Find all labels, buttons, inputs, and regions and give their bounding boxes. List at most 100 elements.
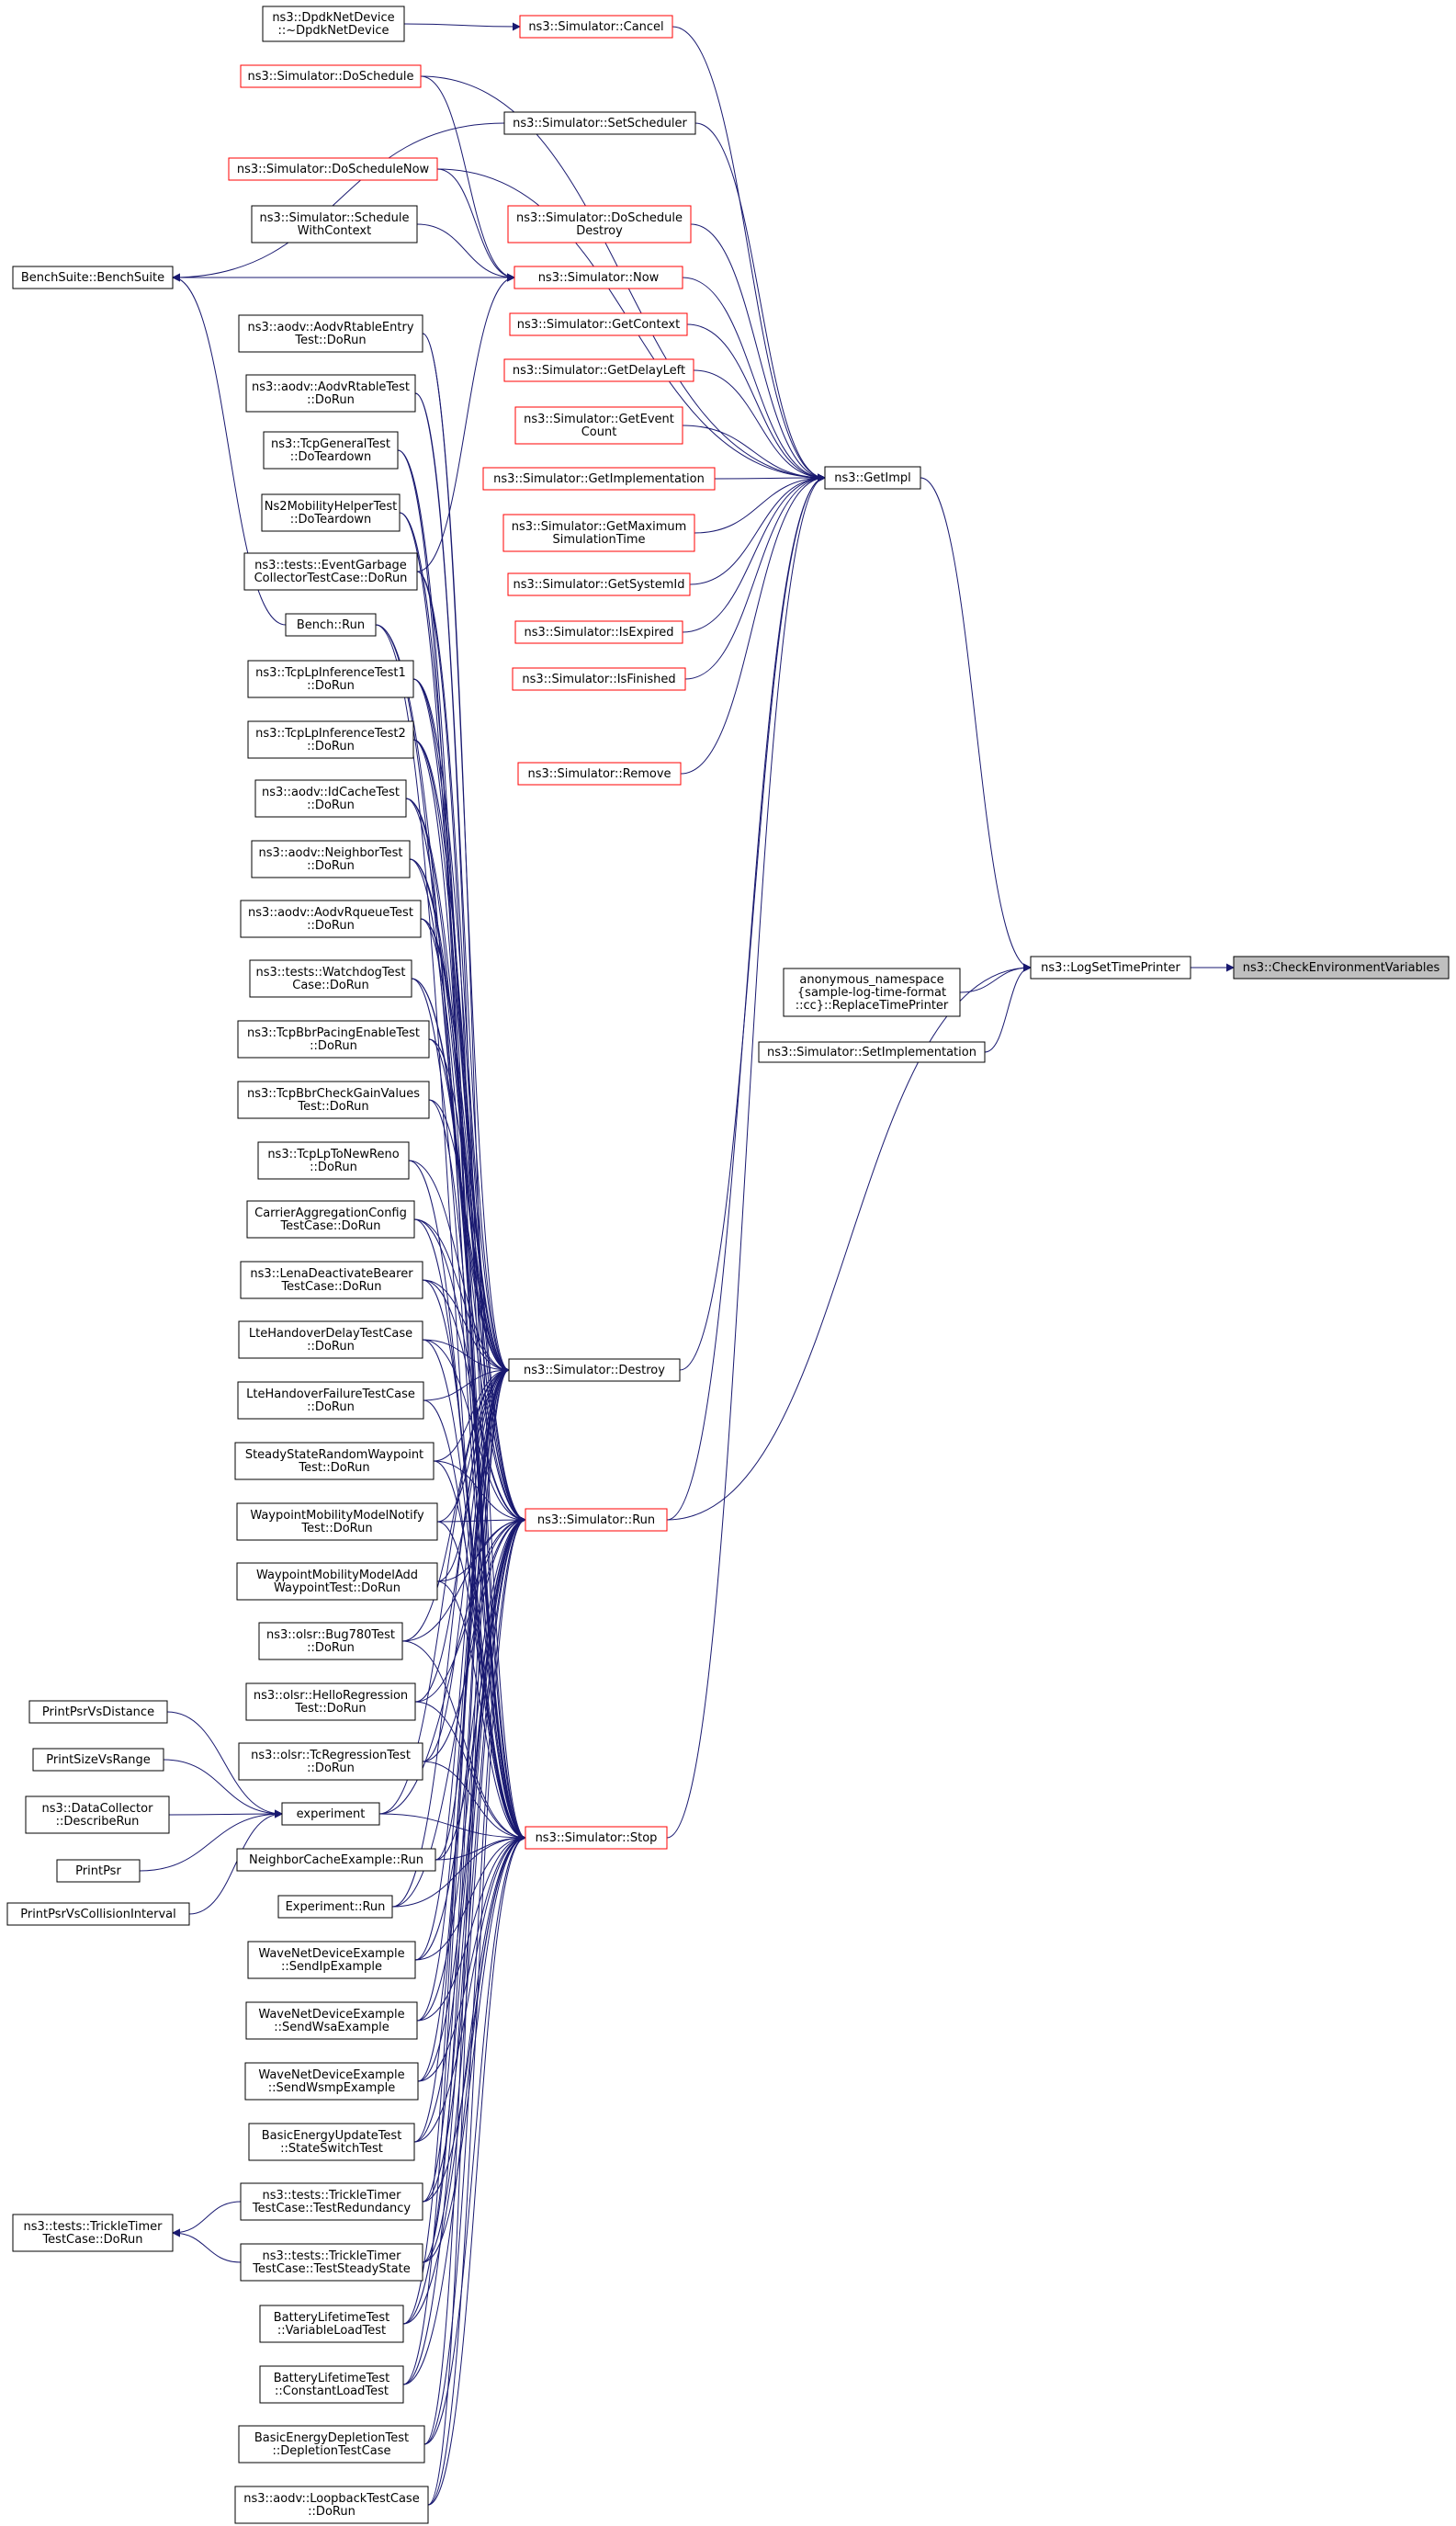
node-doschedule[interactable]: ns3::Simulator::DoSchedule bbox=[240, 64, 422, 88]
node-label: ns3::Simulator::GetImplementation bbox=[493, 472, 705, 486]
node-rqueue[interactable]: ns3::aodv::AodvRqueueTest::DoRun bbox=[240, 900, 422, 938]
node-energyupdate[interactable]: BasicEnergyUpdateTest::StateSwitchTest bbox=[248, 2123, 415, 2161]
node-idcache[interactable]: ns3::aodv::IdCacheTest::DoRun bbox=[254, 779, 407, 818]
node-sendwsa[interactable]: WaveNetDeviceExample::SendWsaExample bbox=[245, 2001, 418, 2040]
node-label: ::StateSwitchTest bbox=[280, 2142, 383, 2156]
node-box bbox=[502, 514, 695, 552]
node-tricklesteady[interactable]: ns3::tests::TrickleTimerTestCase::TestSt… bbox=[240, 2243, 423, 2282]
node-isexpired[interactable]: ns3::Simulator::IsExpired bbox=[514, 620, 683, 644]
edge-schedctx-to-now bbox=[416, 223, 515, 282]
node-sendip[interactable]: WaveNetDeviceExample::SendIpExample bbox=[247, 1941, 416, 1979]
node-simrun[interactable]: ns3::Simulator::Run bbox=[525, 1508, 668, 1532]
node-box bbox=[238, 2425, 425, 2464]
node-label: ns3::Simulator::IsExpired bbox=[524, 626, 673, 640]
node-printcollision[interactable]: PrintPsrVsCollisionInterval bbox=[6, 1902, 190, 1926]
node-label: ns3::aodv::AodvRqueueTest bbox=[248, 906, 413, 920]
node-anon[interactable]: anonymous_namespace{sample-log-time-form… bbox=[783, 968, 961, 1017]
node-dpdk[interactable]: ns3::DpdkNetDevice::~DpdkNetDevice bbox=[262, 6, 405, 42]
node-label: ns3::Simulator::DoScheduleNow bbox=[237, 163, 430, 176]
node-cancel[interactable]: ns3::Simulator::Cancel bbox=[519, 15, 673, 39]
node-label: Experiment::Run bbox=[286, 1900, 386, 1914]
node-getcontext[interactable]: ns3::Simulator::GetContext bbox=[509, 312, 688, 336]
node-getdelayleft[interactable]: ns3::Simulator::GetDelayLeft bbox=[503, 358, 694, 382]
node-label: Case::DoRun bbox=[292, 979, 368, 992]
node-trickleredund[interactable]: ns3::tests::TrickleTimerTestCase::TestRe… bbox=[240, 2182, 423, 2221]
node-neighbor[interactable]: ns3::aodv::NeighborTest::DoRun bbox=[251, 840, 411, 878]
node-box bbox=[32, 1748, 164, 1772]
node-tcpgeneral[interactable]: ns3::TcpGeneralTest::DoTeardown bbox=[263, 431, 399, 470]
node-sendwsmp[interactable]: WaveNetDeviceExample::SendWsmpExample bbox=[244, 2062, 419, 2101]
node-label: WaypointTest::DoRun bbox=[274, 1581, 401, 1595]
node-simstop[interactable]: ns3::Simulator::Stop bbox=[525, 1826, 668, 1850]
node-exprun[interactable]: Experiment::Run bbox=[277, 1895, 393, 1919]
node-box bbox=[12, 2214, 174, 2252]
edge-energydepletion-to-simstop bbox=[423, 1833, 526, 2445]
node-neighborcache[interactable]: NeighborCacheExample::Run bbox=[236, 1848, 436, 1872]
node-lpnewreno[interactable]: ns3::TcpLpToNewReno::DoRun bbox=[257, 1141, 410, 1180]
node-ltehofail[interactable]: LteHandoverFailureTestCase::DoRun bbox=[237, 1381, 424, 1420]
node-printpsr[interactable]: PrintPsr bbox=[56, 1859, 141, 1883]
edge-loopback-to-destroy bbox=[427, 1365, 510, 2506]
node-bbrpacing[interactable]: ns3::TcpBbrPacingEnableTest::DoRun bbox=[237, 1020, 430, 1059]
node-printpsrvsdist[interactable]: PrintPsrVsDistance bbox=[28, 1700, 168, 1724]
node-destroy[interactable]: ns3::Simulator::Destroy bbox=[508, 1358, 681, 1382]
edge-wpadd-to-destroy bbox=[436, 1365, 510, 1582]
node-label: ns3::tests::WatchdogTest bbox=[255, 966, 405, 980]
node-ns2mob[interactable]: Ns2MobilityHelperTest::DoTeardown bbox=[261, 493, 401, 532]
node-box bbox=[25, 1795, 170, 1834]
edge-tcplp1-to-simrun bbox=[412, 678, 526, 1524]
node-getimpl[interactable]: ns3::GetImpl bbox=[824, 466, 921, 490]
node-benchrun[interactable]: Bench::Run bbox=[285, 613, 377, 637]
node-isfinished[interactable]: ns3::Simulator::IsFinished bbox=[512, 667, 686, 691]
node-tcplp1[interactable]: ns3::TcpLpInferenceTest1::DoRun bbox=[247, 660, 414, 698]
node-doschedulenow[interactable]: ns3::Simulator::DoScheduleNow bbox=[228, 157, 438, 181]
node-remove[interactable]: ns3::Simulator::Remove bbox=[517, 762, 682, 786]
edge-anon-to-logsettime bbox=[959, 963, 1032, 993]
node-energydepletion[interactable]: BasicEnergyDepletionTest::DepletionTestC… bbox=[238, 2425, 425, 2464]
node-printsize[interactable]: PrintSizeVsRange bbox=[32, 1748, 164, 1772]
node-loopback[interactable]: ns3::aodv::LoopbackTestCase::DoRun bbox=[234, 2486, 429, 2524]
node-setimpl[interactable]: ns3::Simulator::SetImplementation bbox=[758, 1041, 986, 1063]
node-setscheduler[interactable]: ns3::Simulator::SetScheduler bbox=[503, 111, 696, 135]
node-datacollector[interactable]: ns3::DataCollector::DescribeRun bbox=[25, 1795, 170, 1834]
node-tcregression[interactable]: ns3::olsr::TcRegressionTest::DoRun bbox=[238, 1742, 423, 1781]
node-batteryconst[interactable]: BatteryLifetimeTest::ConstantLoadTest bbox=[259, 2365, 404, 2404]
node-getimplementation[interactable]: ns3::Simulator::GetImplementation bbox=[482, 467, 716, 491]
edge-eventgarbage-to-now bbox=[416, 273, 515, 572]
node-root[interactable]: ns3::CheckEnvironmentVariables bbox=[1233, 956, 1450, 980]
node-logsettime[interactable]: ns3::LogSetTimePrinter bbox=[1030, 956, 1191, 980]
node-batteryvar[interactable]: BatteryLifetimeTest::VariableLoadTest bbox=[259, 2305, 404, 2343]
node-aodvrt[interactable]: ns3::aodv::AodvRtableTest::DoRun bbox=[245, 374, 416, 413]
node-label: WithContext bbox=[298, 224, 371, 238]
node-wpadd[interactable]: WaypointMobilityModelAddWaypointTest::Do… bbox=[236, 1562, 438, 1601]
node-box bbox=[236, 1848, 436, 1872]
edge-steadystate-to-destroy bbox=[433, 1365, 510, 1462]
node-getsystemid[interactable]: ns3::Simulator::GetSystemId bbox=[507, 572, 691, 596]
node-box bbox=[783, 968, 961, 1017]
node-benchsuite[interactable]: BenchSuite::BenchSuite bbox=[12, 266, 174, 289]
node-experiment[interactable]: experiment bbox=[281, 1802, 380, 1826]
node-bug780[interactable]: ns3::olsr::Bug780Test::DoRun bbox=[258, 1622, 403, 1660]
node-tcplp2[interactable]: ns3::TcpLpInferenceTest2::DoRun bbox=[247, 720, 414, 759]
node-box bbox=[285, 613, 377, 637]
node-ltehodelay[interactable]: LteHandoverDelayTestCase::DoRun bbox=[238, 1320, 423, 1359]
node-now[interactable]: ns3::Simulator::Now bbox=[514, 266, 683, 289]
edge-aodvrtentry-to-simstop bbox=[422, 333, 526, 1842]
node-label: Test::DoRun bbox=[297, 1100, 368, 1114]
node-eventgarbage[interactable]: ns3::tests::EventGarbageCollectorTestCas… bbox=[243, 552, 418, 591]
node-label: ns3::Simulator::IsFinished bbox=[522, 673, 675, 686]
